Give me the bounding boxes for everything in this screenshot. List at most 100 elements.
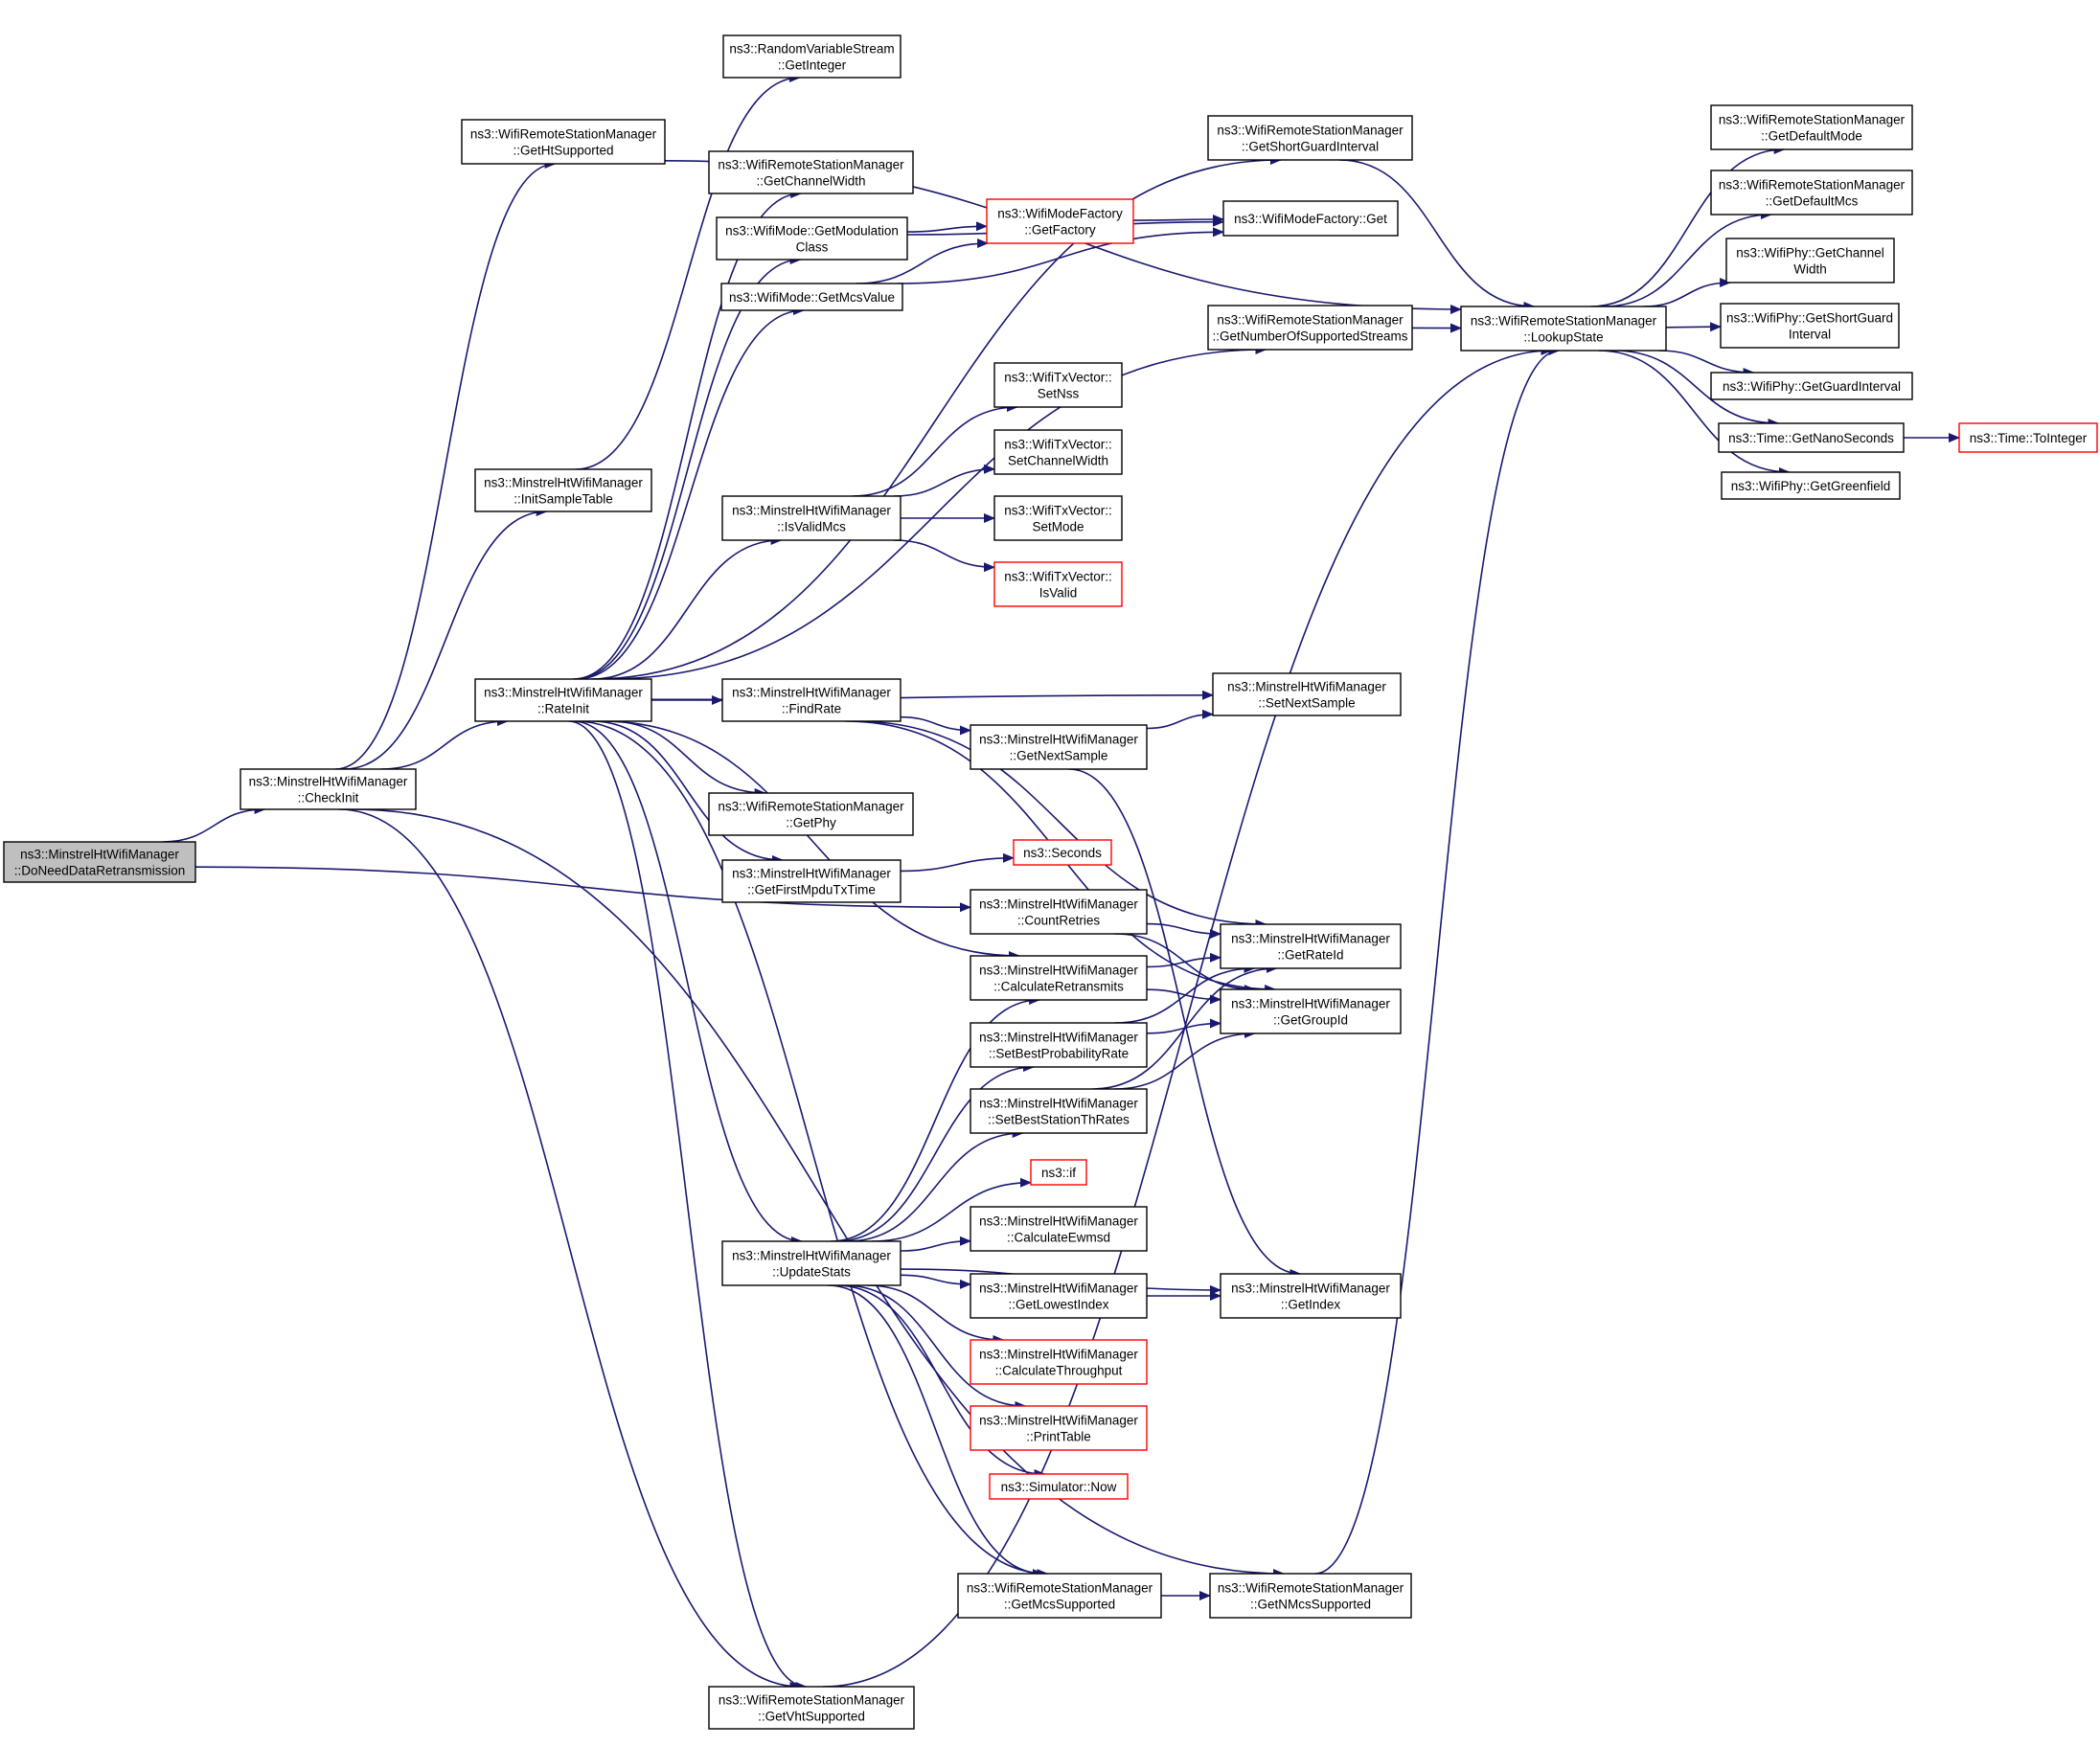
node-rateid[interactable]: ns3::MinstrelHtWifiManager::GetRateId — [1220, 923, 1402, 969]
node-box — [722, 34, 902, 79]
edge-rateinit-to-isvalidmcs — [591, 535, 783, 680]
node-isvalidmcs[interactable]: ns3::MinstrelHtWifiManager::IsValidMcs — [721, 495, 902, 541]
node-nmcssupp[interactable]: ns3::WifiRemoteStationManager::GetNMcsSu… — [1209, 1573, 1412, 1619]
node-seconds[interactable]: ns3::Seconds — [1013, 839, 1112, 866]
node-box — [970, 1405, 1148, 1451]
edge-updatestats-to-simnow — [835, 1284, 1046, 1479]
node-mcssupp[interactable]: ns3::WifiRemoteStationManager::GetMcsSup… — [957, 1573, 1162, 1619]
node-countretries[interactable]: ns3::MinstrelHtWifiManager::CountRetries — [970, 889, 1148, 935]
node-label-line: ::CheckInit — [298, 791, 359, 805]
edge-findrate-to-rateid — [854, 720, 1267, 929]
node-box — [708, 1686, 915, 1730]
node-lowestidx[interactable]: ns3::MinstrelHtWifiManager::GetLowestInd… — [970, 1273, 1148, 1319]
node-isvalid[interactable]: ns3::WifiTxVector::IsValid — [993, 561, 1123, 607]
node-box — [1720, 303, 1900, 349]
node-getphy[interactable]: ns3::WifiRemoteStationManager::GetPhy — [708, 792, 914, 836]
node-firstmpdu[interactable]: ns3::MinstrelHtWifiManager::GetFirstMpdu… — [721, 859, 902, 903]
node-getchw[interactable]: ns3::WifiRemoteStationManager::GetChanne… — [708, 150, 914, 194]
node-label-line: ::SetBestStationThRates — [988, 1113, 1130, 1127]
node-label-line: Interval — [1789, 328, 1831, 342]
node-greenfield[interactable]: ns3::WifiPhy::GetGreenfield — [1721, 471, 1901, 500]
node-label-line: ns3::MinstrelHtWifiManager — [484, 476, 643, 490]
edge-updatestats-to-calcewmsd — [900, 1236, 971, 1252]
node-box — [721, 678, 902, 722]
edge-firstmpdu-to-seconds — [900, 852, 1015, 873]
node-tointeger[interactable]: ns3::Time::ToInteger — [1958, 422, 2098, 453]
node-phygi[interactable]: ns3::WifiPhy::GetGuardInterval — [1710, 372, 1913, 400]
node-box — [1013, 839, 1112, 866]
node-box — [1207, 115, 1413, 161]
node-box — [993, 362, 1123, 408]
node-label-line: ns3::Time::GetNanoSeconds — [1728, 431, 1894, 445]
node-setnss[interactable]: ns3::WifiTxVector::SetNss — [993, 362, 1123, 408]
node-checkinit[interactable]: ns3::MinstrelHtWifiManager::CheckInit — [240, 768, 417, 810]
node-findrate[interactable]: ns3::MinstrelHtWifiManager::FindRate — [721, 678, 902, 722]
edge-updatestats-to-lowestidx — [900, 1274, 971, 1289]
node-phychw[interactable]: ns3::WifiPhy::GetChannelWidth — [1725, 238, 1895, 284]
node-box — [970, 1022, 1148, 1068]
node-label-line: ::UpdateStats — [772, 1265, 851, 1280]
node-label-line: ns3::WifiRemoteStationManager — [718, 158, 904, 172]
node-box — [970, 724, 1148, 770]
node-box — [1721, 471, 1901, 500]
node-nanosec[interactable]: ns3::Time::GetNanoSeconds — [1718, 422, 1905, 453]
node-defmcs[interactable]: ns3::WifiRemoteStationManager::GetDefaul… — [1710, 170, 1913, 216]
edge-updatestats-to-mcssupp — [828, 1284, 1044, 1578]
node-label-line: SetChannelWidth — [1008, 454, 1108, 468]
node-updatestats[interactable]: ns3::MinstrelHtWifiManager::UpdateStats — [721, 1240, 902, 1286]
node-setbestst[interactable]: ns3::MinstrelHtWifiManager::SetBestStati… — [970, 1088, 1148, 1134]
node-getfactory[interactable]: ns3::WifiModeFactory::GetFactory — [986, 198, 1134, 244]
node-physgi[interactable]: ns3::WifiPhy::GetShortGuardInterval — [1720, 303, 1900, 349]
node-lookup[interactable]: ns3::WifiRemoteStationManager::LookupSta… — [1460, 306, 1667, 352]
node-nsif[interactable]: ns3::if — [1030, 1159, 1087, 1186]
node-label-line: ::GetIndex — [1281, 1298, 1341, 1312]
node-getht[interactable]: ns3::WifiRemoteStationManager::GetHtSupp… — [461, 119, 666, 165]
node-randvar[interactable]: ns3::RandomVariableStream::GetInteger — [722, 34, 902, 79]
node-calcretrans[interactable]: ns3::MinstrelHtWifiManager::CalculateRet… — [970, 955, 1148, 1001]
node-rateinit[interactable]: ns3::MinstrelHtWifiManager::RateInit — [474, 678, 652, 722]
node-label-line: ::SetNextSample — [1258, 696, 1355, 711]
node-label-line: ns3::MinstrelHtWifiManager — [732, 686, 891, 700]
node-nextsample[interactable]: ns3::MinstrelHtWifiManager::GetNextSampl… — [970, 724, 1148, 770]
node-numstreams[interactable]: ns3::WifiRemoteStationManager::GetNumber… — [1207, 305, 1413, 351]
node-groupid[interactable]: ns3::MinstrelHtWifiManager::GetGroupId — [1220, 988, 1402, 1034]
node-doneed[interactable]: ns3::MinstrelHtWifiManager::DoNeedDataRe… — [3, 841, 196, 883]
node-mcsvalue[interactable]: ns3::WifiMode::GetMcsValue — [720, 283, 903, 311]
node-label-line: ns3::MinstrelHtWifiManager — [484, 686, 643, 700]
node-label-line: ns3::WifiRemoteStationManager — [967, 1581, 1153, 1596]
node-wmfget[interactable]: ns3::WifiModeFactory::Get — [1222, 200, 1399, 237]
node-printtable[interactable]: ns3::MinstrelHtWifiManager::PrintTable — [970, 1405, 1148, 1451]
node-box — [1460, 306, 1667, 352]
node-label-line: ::GetPhy — [786, 816, 836, 830]
node-box — [721, 859, 902, 903]
node-calcthru[interactable]: ns3::MinstrelHtWifiManager::CalculateThr… — [970, 1339, 1148, 1385]
node-calcewmsd[interactable]: ns3::MinstrelHtWifiManager::CalculateEwm… — [970, 1206, 1148, 1252]
edge-rateinit-to-mcssupp — [575, 720, 1049, 1578]
node-defmode[interactable]: ns3::WifiRemoteStationManager::GetDefaul… — [1710, 104, 1913, 150]
node-shortgi[interactable]: ns3::WifiRemoteStationManager::GetShortG… — [1207, 115, 1413, 161]
node-setmode[interactable]: ns3::WifiTxVector::SetMode — [993, 495, 1123, 541]
node-label-line: ns3::MinstrelHtWifiManager — [979, 733, 1138, 747]
edge-rateinit-to-shortgi — [591, 155, 1282, 680]
edge-lookup-to-phygi — [1658, 350, 1755, 377]
edge-isvalidmcs-to-setnss — [852, 402, 1018, 497]
node-label-line: ::GetGroupId — [1273, 1013, 1348, 1028]
edge-findrate-to-nextsample — [900, 715, 971, 736]
node-label-line: SetMode — [1032, 520, 1084, 534]
nodes-layer: ns3::MinstrelHtWifiManager::DoNeedDataRe… — [3, 34, 2098, 1730]
node-label-line: ns3::WifiPhy::GetChannel — [1736, 246, 1884, 261]
node-getvht[interactable]: ns3::WifiRemoteStationManager::GetVhtSup… — [708, 1686, 915, 1730]
node-label-line: ns3::WifiTxVector:: — [1004, 570, 1112, 584]
node-setbestprob[interactable]: ns3::MinstrelHtWifiManager::SetBestProba… — [970, 1022, 1148, 1068]
node-setnextsample[interactable]: ns3::MinstrelHtWifiManager::SetNextSampl… — [1212, 672, 1402, 716]
node-setchw[interactable]: ns3::WifiTxVector::SetChannelWidth — [993, 429, 1123, 475]
edge-rateinit-to-firstmpdu — [592, 720, 784, 865]
node-initsample[interactable]: ns3::MinstrelHtWifiManager::InitSampleTa… — [474, 468, 652, 512]
edge-setbestprob-to-rateid — [1114, 964, 1256, 1024]
node-label-line: ns3::WifiRemoteStationManager — [1217, 313, 1404, 328]
node-label-line: ns3::WifiTxVector:: — [1004, 371, 1112, 385]
node-simnow[interactable]: ns3::Simulator::Now — [989, 1473, 1129, 1500]
node-getindex[interactable]: ns3::MinstrelHtWifiManager::GetIndex — [1220, 1273, 1402, 1319]
node-label-line: ns3::MinstrelHtWifiManager — [979, 1214, 1138, 1229]
